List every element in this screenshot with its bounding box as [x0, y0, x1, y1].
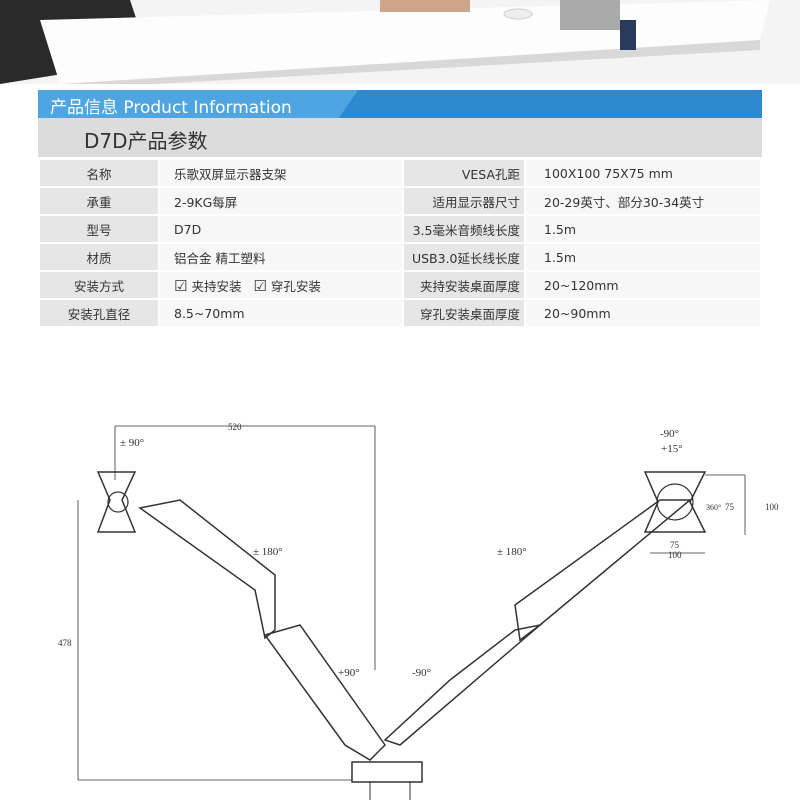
- spec-value: 20-29英寸、部分30-34英寸: [526, 188, 760, 214]
- checkmark-icon: ☑: [174, 276, 188, 295]
- checkmark-icon: ☑: [253, 276, 267, 295]
- rotate-360-label: 360°: [706, 503, 721, 512]
- spec-label: 安装孔直径: [40, 300, 158, 326]
- tilt-right-label-1: -90°: [660, 428, 679, 440]
- dimension-diagram: 520 478 ± 90° ± 180° ± 180° +90° -90° -9…: [58, 422, 779, 800]
- width-dimension: 520: [228, 422, 242, 432]
- section-header: 产品信息 Product Information: [38, 90, 762, 118]
- header-title: 产品信息 Product Information: [50, 98, 292, 118]
- spec-label: 适用显示器尺寸: [404, 188, 524, 214]
- spec-value: 铝合金 精工塑料: [160, 244, 402, 270]
- spec-value: 100X100 75X75 mm: [526, 160, 760, 186]
- vesa-100-h-label: 100: [668, 550, 682, 560]
- vesa-75-label: 75: [725, 502, 735, 512]
- spec-label: 名称: [40, 160, 158, 186]
- spec-value: 20~120mm: [526, 272, 760, 298]
- spec-value: 1.5m: [526, 244, 760, 270]
- spec-value: ☑夹持安装 ☑穿孔安装: [160, 272, 402, 298]
- option-label: 夹持安装: [191, 278, 242, 294]
- tilt-left-label: ± 90°: [120, 437, 144, 449]
- spec-label: 夹持安装桌面厚度: [404, 272, 524, 298]
- spec-value: 2-9KG每屏: [160, 188, 402, 214]
- spec-label: USB3.0延长线长度: [404, 244, 524, 270]
- option-label: 穿孔安装: [270, 278, 321, 294]
- spec-value: 1.5m: [526, 216, 760, 242]
- rotate-right-label: ± 180°: [497, 546, 527, 558]
- swivel-left-label: +90°: [338, 667, 360, 679]
- section-title-bar: D7D产品参数: [38, 118, 762, 157]
- spec-label: 承重: [40, 188, 158, 214]
- spec-label: 3.5毫米音频线长度: [404, 216, 524, 242]
- vesa-100-label: 100: [765, 502, 779, 512]
- spec-label: 安装方式: [40, 272, 158, 298]
- spec-value: 乐歌双屏显示器支架: [160, 160, 402, 186]
- spec-label: 型号: [40, 216, 158, 242]
- spec-value: 8.5~70mm: [160, 300, 402, 326]
- spec-label: 穿孔安装桌面厚度: [404, 300, 524, 326]
- spec-value: D7D: [160, 216, 402, 242]
- spec-value: 20~90mm: [526, 300, 760, 326]
- spec-label: VESA孔距: [404, 160, 524, 186]
- section-title: D7D产品参数: [84, 129, 208, 153]
- height-dimension: 478: [58, 638, 72, 648]
- product-photo: [0, 0, 800, 84]
- swivel-right-label: -90°: [412, 667, 431, 679]
- rotate-left-label: ± 180°: [253, 546, 283, 558]
- spec-label: 材质: [40, 244, 158, 270]
- tilt-right-label-2: +15°: [661, 443, 683, 455]
- vesa-75-h-label: 75: [670, 540, 680, 550]
